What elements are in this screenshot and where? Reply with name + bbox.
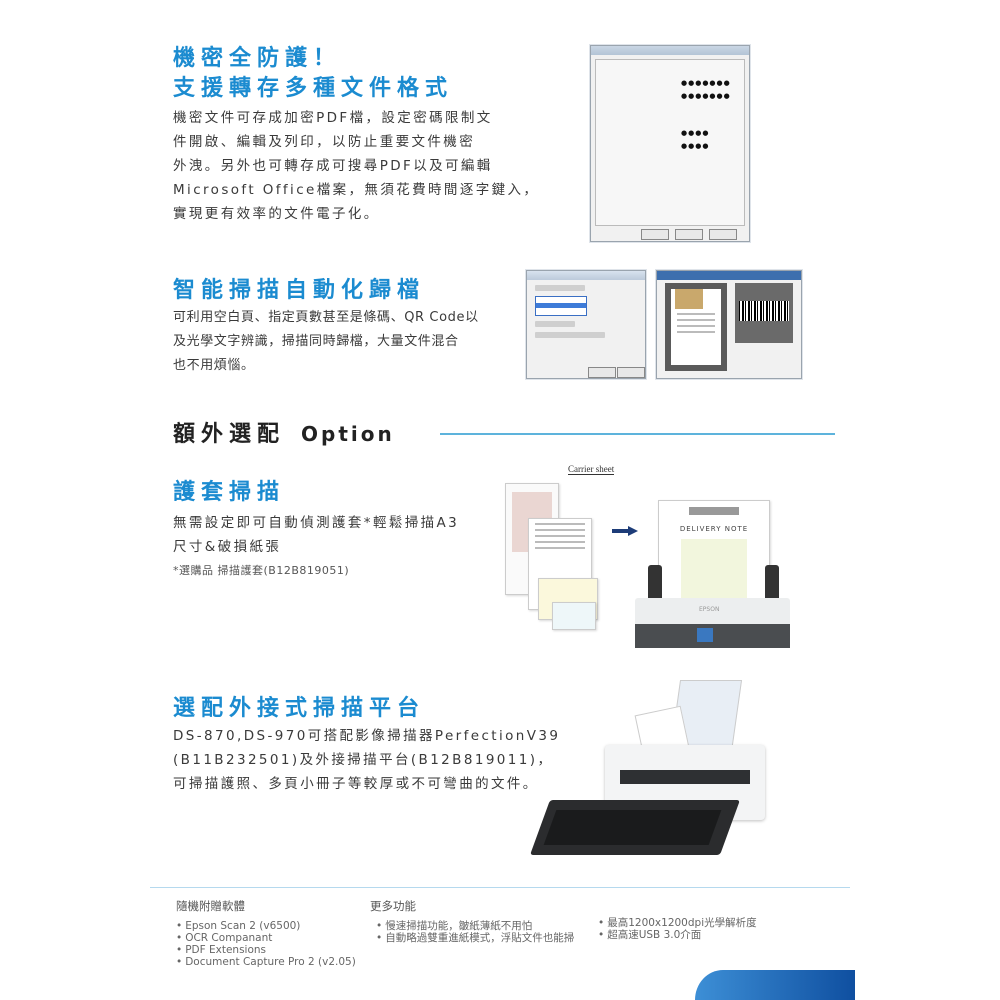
pdf-password-dialog-image: ●●●●●●● ●●●●●●● ●●●● ●●●● xyxy=(590,45,750,242)
carrier-text-1: 無需設定即可自動偵測護套*輕鬆掃描A3 xyxy=(173,515,460,531)
software-item: Epson Scan 2 (v6500) xyxy=(176,920,356,932)
carrier-text-2: 尺寸&破損紙張 xyxy=(173,539,282,555)
option-title: 額外選配 xyxy=(173,422,286,447)
carrier-section: 護套掃描 無需設定即可自動偵測護套*輕鬆掃描A3 尺寸&破損紙張 *選購品 掃描… xyxy=(173,478,459,583)
features-title: 更多功能 xyxy=(370,899,416,913)
software-item: Document Capture Pro 2 (v2.05) xyxy=(176,956,356,968)
smart-text-2: 及光學文字辨識，掃描同時歸檔，大量文件混合 xyxy=(173,334,459,349)
footer-divider xyxy=(150,887,850,888)
software-block: 隨機附贈軟體 Epson Scan 2 (v6500) OCR Companan… xyxy=(176,898,356,968)
feature-item: 超高速USB 3.0介面 xyxy=(598,929,757,941)
flatbed-text-2: (B11B232501)及外接掃描平台(B12B819011)， xyxy=(173,752,554,768)
security-title-line1: 機密全防護！ xyxy=(173,46,342,71)
features-block: 更多功能 慢速掃描功能，皺紙薄紙不用怕 自動略過雙重進紙模式，浮貼文件也能掃 xyxy=(370,898,574,944)
security-text-5: 實現更有效率的文件電子化。 xyxy=(173,206,380,222)
carrier-sheet-label: Carrier sheet xyxy=(568,464,615,475)
flatbed-text-1: DS-870,DS-970可搭配影像掃描器PerfectionV39 xyxy=(173,728,561,744)
smart-title: 智能掃描自動化歸檔 xyxy=(173,278,426,303)
smart-text-3: 也不用煩惱。 xyxy=(173,358,255,373)
option-header: 額外選配 Option xyxy=(173,416,395,448)
carrier-sheet-image: Carrier sheet DELIVERY NOTE EPSON xyxy=(500,460,800,650)
scanner-flatbed-image xyxy=(529,660,795,870)
security-text-2: 件開啟、編輯及列印，以防止重要文件機密 xyxy=(173,134,476,150)
smart-section: 智能掃描自動化歸檔 可利用空白頁、指定頁數甚至是條碼、QR Code以 及光學文… xyxy=(173,276,479,378)
software-item: PDF Extensions xyxy=(176,944,356,956)
software-item: OCR Companant xyxy=(176,932,356,944)
dialog-cancel-button xyxy=(675,229,703,240)
password-mask-3: ●●●● xyxy=(681,129,710,137)
feature-item: 慢速掃描功能，皺紙薄紙不用怕 xyxy=(376,920,574,932)
security-title-line2: 支援轉存多種文件格式 xyxy=(173,76,454,101)
scanner-brand: EPSON xyxy=(699,606,720,613)
smart-text-1: 可利用空白頁、指定頁數甚至是條碼、QR Code以 xyxy=(173,310,479,325)
security-text-1: 機密文件可存成加密PDF檔，設定密碼限制文 xyxy=(173,110,493,126)
carrier-title: 護套掃描 xyxy=(173,480,286,505)
flatbed-section: 選配外接式掃描平台 DS-870,DS-970可搭配影像掃描器Perfectio… xyxy=(173,694,560,796)
option-title-en: Option xyxy=(301,422,395,446)
carrier-footnote: *選購品 掃描護套(B12B819051) xyxy=(173,564,350,577)
security-section: 機密全防護！ 支援轉存多種文件格式 機密文件可存成加密PDF檔，設定密碼限制文 … xyxy=(173,44,539,226)
separation-settings-image xyxy=(526,270,646,379)
feature-item: 最高1200x1200dpi光學解析度 xyxy=(598,917,756,929)
password-mask-1: ●●●●●●● xyxy=(681,79,731,87)
option-divider xyxy=(440,433,835,435)
feature-item: 自動略過雙重進紙模式，浮貼文件也能掃 xyxy=(376,932,574,944)
security-text-3: 外洩。另外也可轉存成可搜尋PDF以及可編輯 xyxy=(173,158,493,174)
password-mask-4: ●●●● xyxy=(681,142,710,150)
software-title: 隨機附贈軟體 xyxy=(176,899,245,913)
dialog-help-button xyxy=(709,229,737,240)
password-mask-2: ●●●●●●● xyxy=(681,92,731,100)
delivery-note-label: DELIVERY NOTE xyxy=(679,525,749,533)
dialog-ok-button xyxy=(641,229,669,240)
scan-preview-image xyxy=(656,270,802,379)
security-text-4: Microsoft Office檔案，無須花費時間逐字鍵入， xyxy=(173,182,540,198)
features-block-2: 最高1200x1200dpi光學解析度 超高速USB 3.0介面 xyxy=(598,917,757,941)
flatbed-text-3: 可掃描護照、多頁小冊子等較厚或不可彎曲的文件。 xyxy=(173,776,539,792)
corner-decoration xyxy=(695,970,855,1000)
flatbed-title: 選配外接式掃描平台 xyxy=(173,696,426,721)
